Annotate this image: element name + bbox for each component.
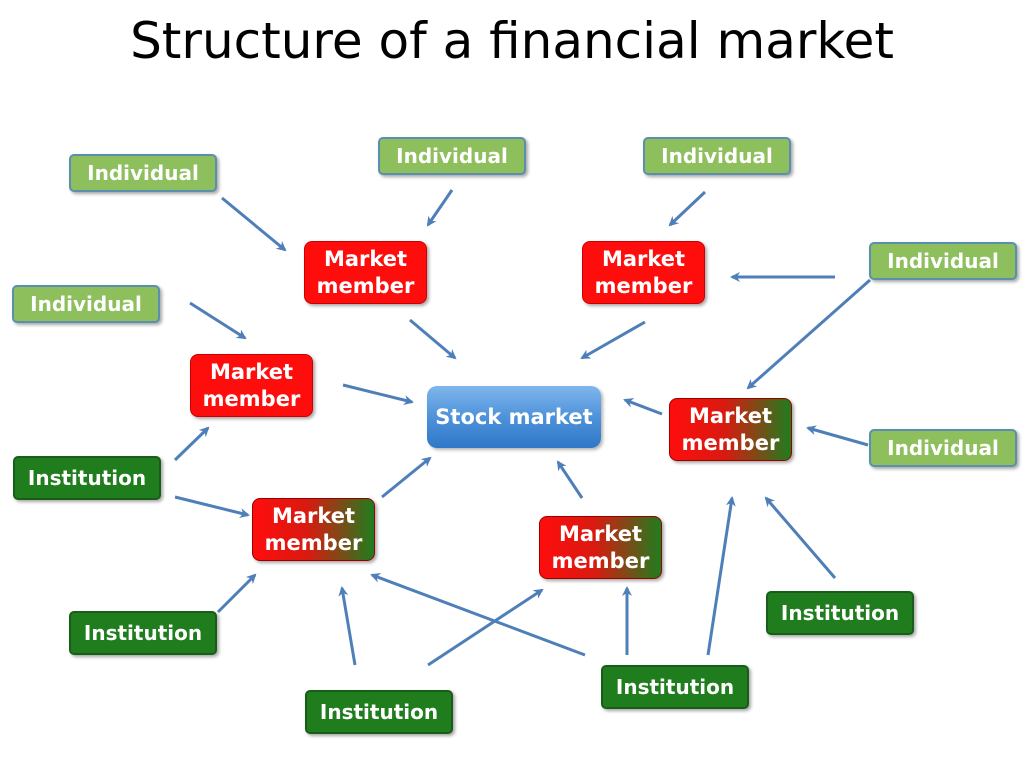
page-title: Structure of a financial market bbox=[130, 12, 894, 70]
arrow bbox=[764, 496, 837, 579]
individual-node: Individual bbox=[12, 285, 160, 323]
institution-node: Institution bbox=[766, 591, 914, 635]
arrow bbox=[370, 573, 586, 657]
individual-node: Individual bbox=[69, 154, 217, 192]
institution-node: Institution bbox=[601, 665, 749, 709]
arrow bbox=[173, 426, 210, 462]
arrow bbox=[216, 573, 257, 614]
institution-node: Institution bbox=[305, 690, 453, 734]
arrow bbox=[668, 190, 707, 227]
arrow bbox=[427, 588, 544, 667]
arrow bbox=[706, 496, 736, 656]
arrow bbox=[189, 301, 247, 340]
individual-node: Individual bbox=[869, 429, 1017, 467]
institution-node: Institution bbox=[69, 611, 217, 655]
arrow bbox=[556, 460, 584, 499]
individual-node: Individual bbox=[378, 137, 526, 175]
arrow bbox=[174, 495, 250, 518]
individual-node: Individual bbox=[643, 137, 791, 175]
arrow bbox=[338, 586, 357, 666]
arrow bbox=[623, 398, 663, 416]
arrow bbox=[746, 278, 871, 390]
arrow bbox=[806, 425, 869, 447]
arrow bbox=[221, 196, 287, 252]
arrow bbox=[381, 456, 432, 499]
arrow bbox=[409, 318, 457, 360]
institution-node: Institution bbox=[13, 456, 161, 500]
individual-node: Individual bbox=[869, 242, 1017, 280]
arrow bbox=[342, 383, 414, 405]
arrow bbox=[426, 189, 454, 227]
arrow bbox=[580, 320, 646, 360]
stock-market-node: Stock market bbox=[427, 386, 601, 448]
